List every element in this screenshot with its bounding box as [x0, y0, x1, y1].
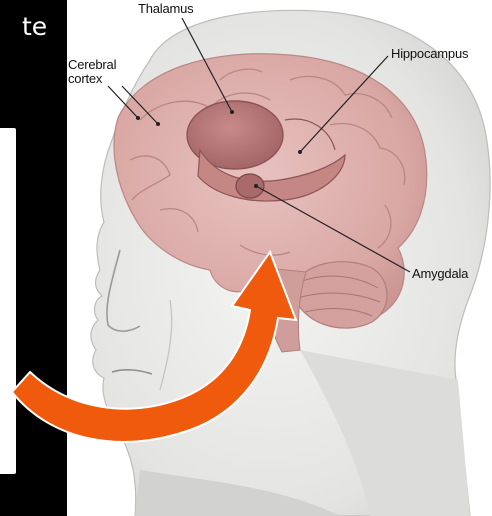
orange-curved-arrow: [12, 252, 296, 442]
label-amygdala: Amygdala: [412, 267, 468, 280]
label-hippocampus: Hippocampus: [391, 47, 468, 60]
label-cerebral-cortex-line2: cortex: [68, 72, 102, 85]
label-thalamus: Thalamus: [138, 2, 193, 15]
label-cerebral-cortex-line1: Cerebral: [68, 58, 116, 71]
